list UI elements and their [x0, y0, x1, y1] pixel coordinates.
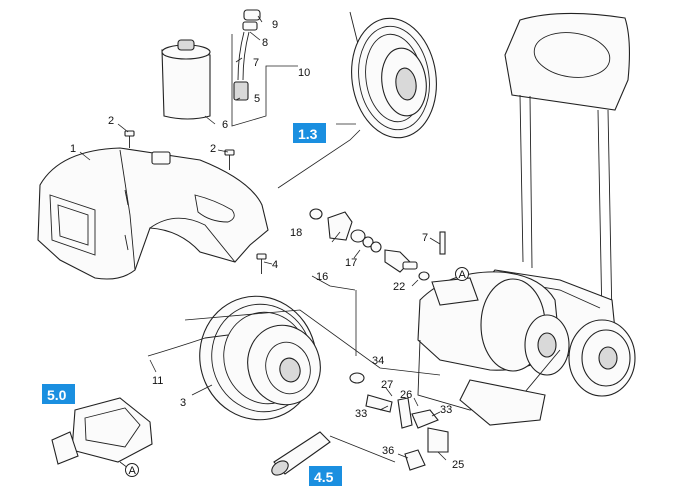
hose-reel-lower: [199, 295, 321, 421]
connector-mark-a-upper: A: [455, 267, 469, 281]
section-box-4-5[interactable]: 4.5: [309, 466, 342, 486]
callout-26: 26: [400, 389, 412, 401]
svg-text:1.3: 1.3: [298, 126, 318, 142]
connector-mark-a-lower: A: [125, 463, 139, 477]
svg-text:A: A: [129, 465, 137, 477]
callout-8: 8: [262, 37, 268, 49]
fitting-group-lower: [349, 372, 449, 471]
callout-9: 9: [272, 19, 278, 31]
section-box-1-3[interactable]: 1.3: [293, 123, 326, 143]
svg-text:4.5: 4.5: [314, 469, 334, 485]
screw-right: [224, 149, 235, 170]
callout-33b: 33: [440, 404, 452, 416]
motor-pump-unit: [417, 271, 570, 426]
screw-4: [256, 253, 267, 274]
callout-18: 18: [290, 227, 302, 239]
section-box-5-0[interactable]: 5.0: [42, 384, 75, 404]
svg-text:5.0: 5.0: [47, 387, 67, 403]
callout-4: 4: [272, 259, 278, 271]
callout-labels: 1 2 2 3 4 5 6 7 7 8 9 10 11 16 17 18 22 …: [70, 19, 464, 471]
screw-left: [124, 130, 135, 148]
callout-2b: 2: [210, 143, 216, 155]
callout-3: 3: [180, 397, 186, 409]
callout-7a: 7: [253, 57, 259, 69]
svg-text:A: A: [459, 269, 467, 281]
hose-reel-top: [349, 11, 437, 139]
callout-33a: 33: [355, 408, 367, 420]
callout-17: 17: [345, 257, 357, 269]
callout-25: 25: [452, 459, 464, 471]
callout-5: 5: [254, 93, 260, 105]
callout-10: 10: [298, 67, 310, 79]
callout-36: 36: [382, 445, 394, 457]
callout-6: 6: [222, 119, 228, 131]
fitting-group-upper: [309, 208, 446, 281]
callout-1: 1: [70, 143, 76, 155]
spray-gun-assembly: [51, 397, 153, 465]
callout-27: 27: [381, 379, 393, 391]
detergent-tank: [161, 39, 211, 120]
hose: [147, 334, 229, 357]
housing-cover: [37, 147, 269, 280]
callout-16: 16: [316, 271, 328, 283]
callout-22: 22: [393, 281, 405, 293]
hose-section: [271, 431, 331, 476]
suction-hose-assembly: [231, 9, 298, 127]
callout-7b: 7: [422, 232, 428, 244]
wheel: [568, 319, 636, 397]
callout-2a: 2: [108, 115, 114, 127]
callout-11: 11: [152, 375, 163, 387]
callout-34: 34: [372, 355, 384, 367]
leader-lines: [79, 15, 447, 469]
